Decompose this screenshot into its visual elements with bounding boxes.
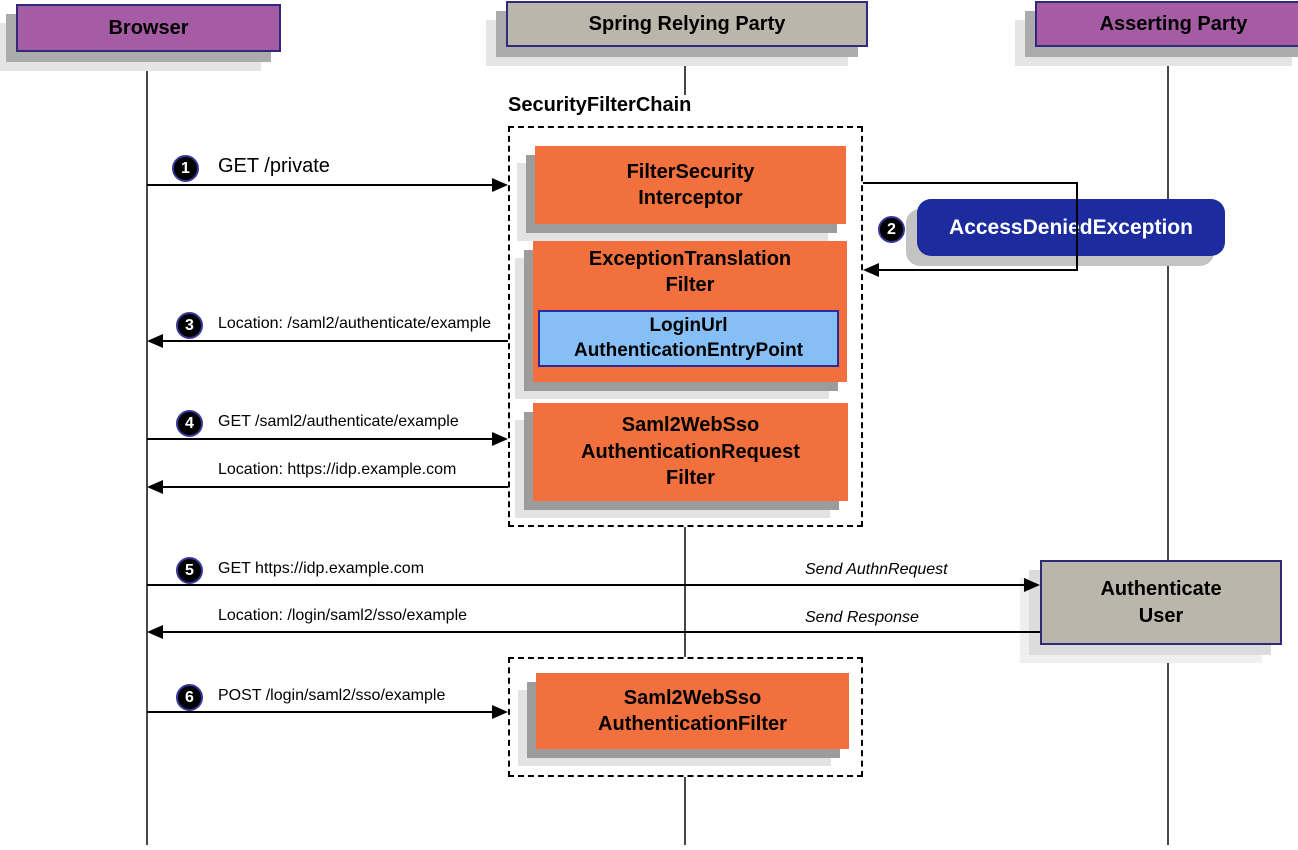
spring-lifeline-middle — [684, 527, 686, 657]
actor-browser-label: Browser — [108, 16, 189, 39]
actor-asserting-party: Asserting Party — [1035, 1, 1298, 47]
arrow-5-return-head — [147, 625, 163, 639]
authenticate-user-box: Authenticate User — [1040, 560, 1282, 645]
spring-lifeline-bottom — [684, 777, 686, 845]
actor-browser: Browser — [16, 4, 281, 52]
arrow-2-line-top — [863, 182, 1078, 184]
step-6-badge: 6 — [176, 684, 203, 711]
arrow-5-head — [1024, 578, 1040, 592]
actor-spring-relying-party-label: Spring Relying Party — [588, 12, 786, 35]
step-5-label: GET https://idp.example.com — [218, 560, 425, 577]
arrow-2-line-right — [1076, 182, 1078, 271]
step-4-label: GET /saml2/authenticate/example — [218, 413, 459, 430]
spring-lifeline-top — [684, 47, 686, 95]
step-6-label: POST /login/saml2/sso/example — [218, 687, 446, 704]
saml2-authentication-filter-box: Saml2WebSso AuthenticationFilter — [536, 673, 849, 749]
arrow-4-return-head — [147, 480, 163, 494]
step-3-label: Location: /saml2/authenticate/example — [218, 315, 492, 332]
browser-lifeline — [146, 52, 148, 845]
arrow-2-line-bottom — [879, 269, 1078, 271]
arrow-6-line — [147, 711, 492, 713]
step-3-badge: 3 — [176, 312, 203, 339]
step-2-badge: 2 — [878, 216, 905, 243]
arrow-1-line — [147, 184, 492, 186]
saml2-filter-group — [508, 657, 863, 777]
send-authn-request-label: Send AuthnRequest — [805, 561, 948, 578]
actor-spring-relying-party: Spring Relying Party — [506, 1, 868, 47]
arrow-1-head — [492, 178, 508, 192]
step-5-badge: 5 — [176, 557, 203, 584]
step-5-return-label: Location: /login/saml2/sso/example — [218, 607, 468, 624]
arrow-3-line — [163, 340, 508, 342]
arrow-2-head — [863, 263, 879, 277]
arrow-4-return-line — [163, 486, 508, 488]
arrow-3-head — [147, 334, 163, 348]
arrow-5-line — [147, 584, 1024, 586]
arrow-6-head — [492, 705, 508, 719]
security-filter-chain-title: SecurityFilterChain — [508, 94, 692, 116]
step-4-return-label: Location: https://idp.example.com — [218, 461, 457, 478]
arrow-4-line — [147, 438, 492, 440]
filter-security-interceptor-box: FilterSecurity Interceptor — [535, 146, 846, 224]
actor-asserting-party-label: Asserting Party — [1099, 12, 1248, 35]
arrow-4-head — [492, 432, 508, 446]
step-4-badge: 4 — [176, 410, 203, 437]
asserting-lifeline — [1167, 47, 1169, 845]
security-filter-chain-group — [508, 126, 863, 527]
arrow-5-return-line — [163, 631, 1040, 633]
login-url-authentication-entry-point-box: LoginUrl AuthenticationEntryPoint — [538, 310, 839, 367]
step-1-badge: 1 — [172, 155, 199, 182]
send-response-label: Send Response — [805, 609, 919, 626]
saml2-authentication-request-filter-box: Saml2WebSso AuthenticationRequest Filter — [533, 403, 848, 501]
step-1-label: GET /private — [218, 155, 330, 177]
access-denied-exception-box: AccessDeniedException — [917, 199, 1225, 256]
